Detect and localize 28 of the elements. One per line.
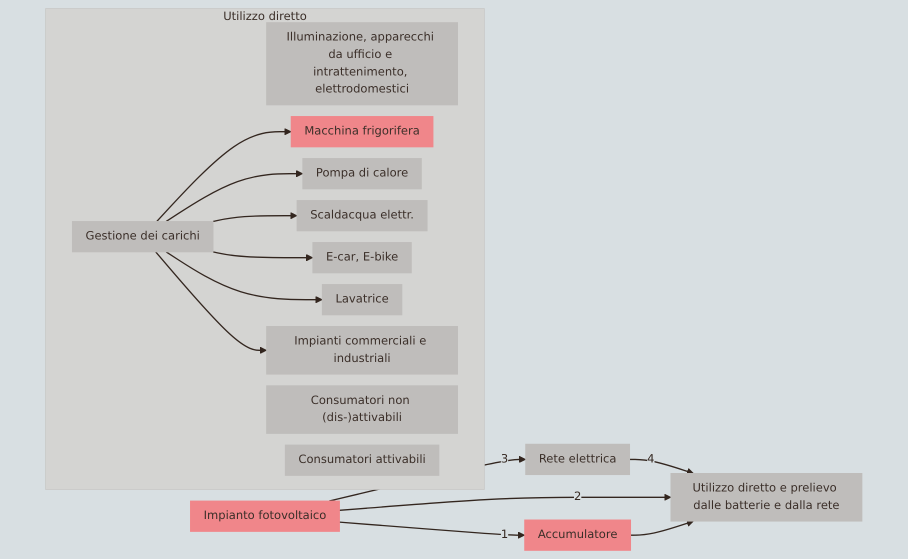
- node-box: Consumatori non (dis-)attivabili: [266, 385, 458, 434]
- arrow: [166, 251, 323, 304]
- node-box: Gestione dei carichi: [72, 221, 214, 252]
- edge-label: 3: [501, 452, 508, 466]
- arrow: [166, 170, 304, 222]
- node-box: Impianti commerciali e industriali: [266, 326, 458, 375]
- node-box: Pompa di calore: [302, 158, 422, 190]
- arrow: [340, 494, 672, 511]
- arrow: [340, 521, 526, 539]
- node-box: Consumatori attivabili: [285, 444, 440, 476]
- edge-label: 4: [647, 452, 655, 466]
- node-box: Accumulatore: [524, 520, 632, 551]
- node-box: Lavatrice: [322, 284, 403, 316]
- edge-label: 2: [574, 490, 582, 504]
- arrow: [630, 520, 694, 536]
- node-box: Rete elettrica: [525, 444, 630, 476]
- node-box: Impianto fotovoltaico: [190, 500, 340, 532]
- node-box: Scaldacqua elettr.: [296, 200, 428, 232]
- node-box: Macchina frigorifera: [290, 116, 434, 148]
- arrow: [156, 128, 292, 222]
- node-box: Illuminazione, apparecchi da ufficio e intrattenimento, elettrodomestici: [266, 22, 458, 106]
- node-box: E-car, E-bike: [312, 242, 412, 274]
- edge-label: 1: [501, 528, 508, 542]
- arrow: [630, 458, 694, 475]
- arrow: [213, 212, 298, 222]
- arrow: [155, 251, 268, 354]
- arrow: [213, 251, 314, 262]
- node-box: Utilizzo diretto e prelievo dalle batterie e dalla rete: [670, 473, 863, 522]
